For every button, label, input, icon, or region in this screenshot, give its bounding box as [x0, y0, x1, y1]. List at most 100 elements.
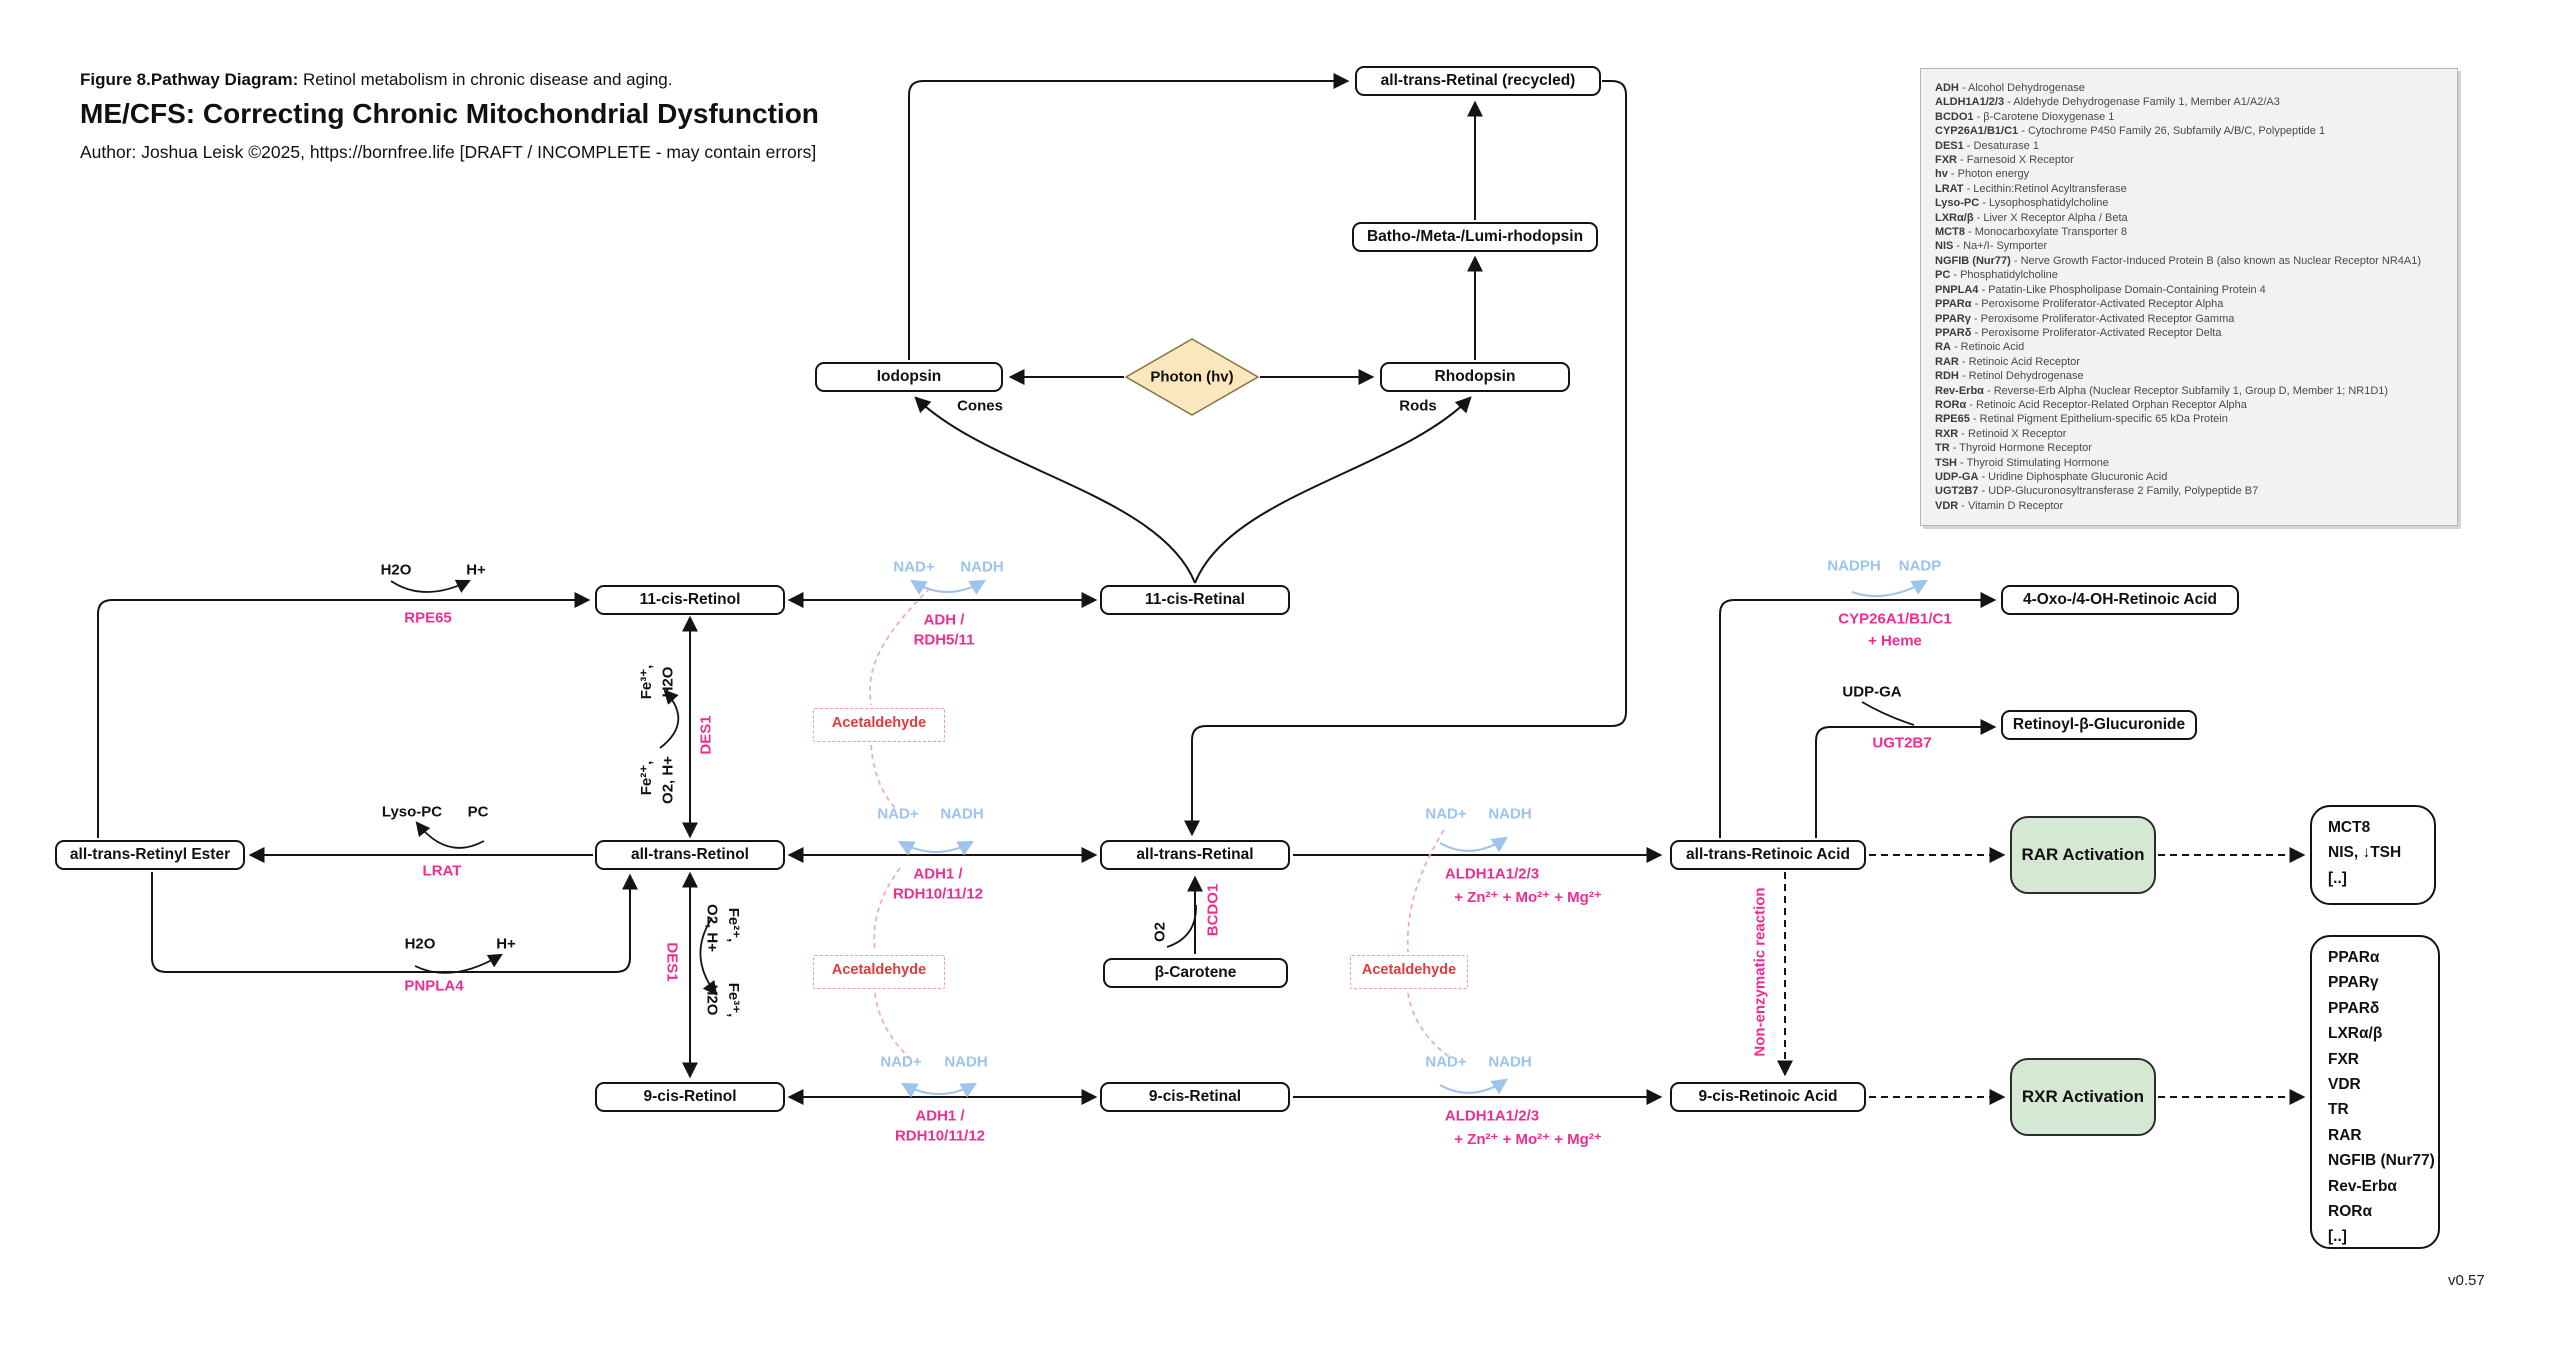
legend-item: ALDH1A1/2/3 - Aldehyde Dehydrogenase Fam… [1935, 95, 2443, 109]
cones-label: Cones [957, 397, 1003, 415]
node-all-trans-retinol: all-trans-Retinol [595, 840, 785, 870]
legend-separator: - [1969, 413, 1980, 426]
legend-separator: - [1953, 240, 1964, 253]
node-rar-targets-line-0: MCT8 [2328, 819, 2371, 836]
rpe65-label: RPE65 [404, 609, 452, 627]
legend-separator: - [1950, 269, 1961, 282]
node-rxr-activation: RXR Activation [2010, 1058, 2156, 1136]
h2o-rpe65-label: H2O [380, 561, 412, 579]
legend-item: CYP26A1/B1/C1 - Cytochrome P450 Family 2… [1935, 124, 2443, 138]
legend-separator: - [1957, 456, 1967, 469]
legend-item: RA - Retinoic Acid [1935, 340, 2443, 354]
aldh-9cis-label-1: ALDH1A1/2/3 [1444, 1107, 1540, 1125]
node-rar-targets-line-2: [..] [2328, 869, 2347, 887]
legend-item: NIS - Na+/I- Symporter [1935, 239, 2443, 253]
nadh-attransrol-label: NADH [940, 805, 984, 823]
legend-separator: - [1957, 154, 1967, 167]
des1-lower-label: DES1 [663, 942, 681, 982]
legend-item: DES1 - Desaturase 1 [1935, 139, 2443, 153]
legend-desc: Aldehyde Dehydrogenase Family 1, Member … [2013, 96, 2280, 109]
legend-desc: Photon energy [1957, 168, 2030, 181]
legend-separator: - [1971, 298, 1982, 311]
legend-separator: - [1973, 211, 1984, 224]
node-rxr-targets-line-3: LXRα/β [2328, 1025, 2383, 1043]
node-rxr-targets-line-9: Rev-Erbα [2328, 1177, 2397, 1195]
node-9-cis-retinal: 9-cis-Retinal [1100, 1082, 1290, 1112]
legend-item: PC - Phosphatidylcholine [1935, 268, 2443, 282]
legend-term: Lyso-PC [1935, 197, 1980, 210]
cyp26-label-2: + Heme [1868, 632, 1922, 650]
legend-term: hv [1935, 168, 1948, 181]
nad-attransral-label: NAD+ [1425, 805, 1467, 823]
legend-item: LRAT - Lecithin:Retinol Acyltransferase [1935, 182, 2443, 196]
node-acetaldehyde-2: Acetaldehyde [813, 955, 945, 989]
legend-desc: Uridine Diphosphate Glucuronic Acid [1988, 470, 2168, 483]
node-retinoyl-beta-glucuronide: Retinoyl-β-Glucuronide [2001, 710, 2197, 740]
legend-item: ADH - Alcohol Dehydrogenase [1935, 81, 2443, 95]
legend-term: PC [1935, 269, 1951, 282]
legend-term: VDR [1935, 499, 1959, 512]
legend-term: LXRα/β [1935, 211, 1974, 224]
legend-term: ALDH1A1/2/3 [1935, 96, 2005, 109]
legend-term: UGT2B7 [1935, 485, 1979, 498]
photon-label: Photon (hv) [1150, 368, 1234, 386]
legend-term: NIS [1935, 240, 1954, 253]
legend-separator: - [1973, 110, 1984, 123]
nad-9cisrol-label: NAD+ [880, 1053, 922, 1071]
legend-term: CYP26A1/B1/C1 [1935, 125, 2019, 138]
legend-desc: Retinol Dehydrogenase [1968, 370, 2084, 383]
aldh-attrans-label-2: + Zn²⁺ + Mo²⁺ + Mg²⁺ [1454, 889, 1602, 906]
author-line: Author: Joshua Leisk ©2025, https://born… [80, 142, 817, 162]
legend-separator: - [1970, 312, 1981, 325]
node-rxr-targets-line-7: RAR [2328, 1126, 2362, 1144]
legend-desc: Retinoid X Receptor [1968, 427, 2067, 440]
legend-desc: β-Carotene Dioxygenase 1 [1983, 110, 2115, 123]
legend-item: LXRα/β - Liver X Receptor Alpha / Beta [1935, 211, 2443, 225]
legend-desc: Peroxisome Proliferator-Activated Recept… [1981, 298, 2224, 311]
legend-desc: Reverse-Erb Alpha (Nuclear Receptor Subf… [1993, 384, 2389, 397]
fe3-upper-label: Fe³⁺, [638, 664, 655, 700]
node-rhodopsin: Rhodopsin [1380, 362, 1570, 392]
node-all-trans-retinyl-ester: all-trans-Retinyl Ester [55, 840, 245, 870]
lyso-pc-label: Lyso-PC [381, 803, 443, 821]
legend-item: RPE65 - Retinal Pigment Epithelium-speci… [1935, 412, 2443, 426]
node-all-trans-retinal: all-trans-Retinal [1100, 840, 1290, 870]
legend-term: RDH [1935, 370, 1959, 383]
legend-desc: Cytochrome P450 Family 26, Subfamily A/B… [2027, 125, 2326, 138]
adh1-9cis-label-1: ADH1 / [915, 1107, 965, 1125]
legend-desc: Na+/I- Symporter [1963, 240, 2048, 253]
legend-separator: - [1979, 197, 1989, 210]
node-11-cis-retinal: 11-cis-Retinal [1100, 585, 1290, 615]
legend-item: TR - Thyroid Hormone Receptor [1935, 441, 2443, 455]
o2h-upper-label: O2, H+ [659, 756, 677, 804]
legend-item: PPARα - Peroxisome Proliferator-Activate… [1935, 297, 2443, 311]
fe2-upper-label: Fe²⁺, [638, 760, 655, 796]
hplus-rpe65-label: H+ [466, 561, 486, 579]
legend-separator: - [1978, 283, 1989, 296]
legend-separator: - [1978, 470, 1989, 483]
udp-ga-label: UDP-GA [1842, 683, 1902, 701]
nadh-attransral-label: NADH [1488, 805, 1532, 823]
legend-term: Rev-Erbα [1935, 384, 1984, 397]
page-title: ME/CFS: Correcting Chronic Mitochondrial… [80, 98, 819, 129]
node-rar-targets-line-1: NIS, ↓TSH [2328, 844, 2402, 862]
aldh-9cis-label-2: + Zn²⁺ + Mo²⁺ + Mg²⁺ [1454, 1131, 1602, 1148]
node-rxr-targets-line-0: PPARα [2328, 949, 2380, 966]
legend-item: MCT8 - Monocarboxylate Transporter 8 [1935, 225, 2443, 239]
legend-term: LRAT [1935, 182, 1964, 195]
pc-label: PC [467, 803, 489, 821]
ugt2b7-label: UGT2B7 [1872, 734, 1932, 752]
legend-item: Lyso-PC - Lysophosphatidylcholine [1935, 196, 2443, 210]
aldh-attrans-label-1: ALDH1A1/2/3 [1444, 865, 1540, 883]
legend-item: BCDO1 - β-Carotene Dioxygenase 1 [1935, 110, 2443, 124]
legend-separator: - [1971, 326, 1982, 339]
version-label: v0.57 [2448, 1272, 2485, 1289]
legend-item: UDP-GA - Uridine Diphosphate Glucuronic … [1935, 470, 2443, 484]
legend-desc: Peroxisome Proliferator-Activated Recept… [1981, 326, 2222, 339]
legend-separator: - [1964, 226, 1975, 239]
legend-separator: - [1966, 398, 1976, 411]
nadp-label: NADP [1898, 557, 1942, 575]
legend-separator: - [2004, 96, 2014, 109]
